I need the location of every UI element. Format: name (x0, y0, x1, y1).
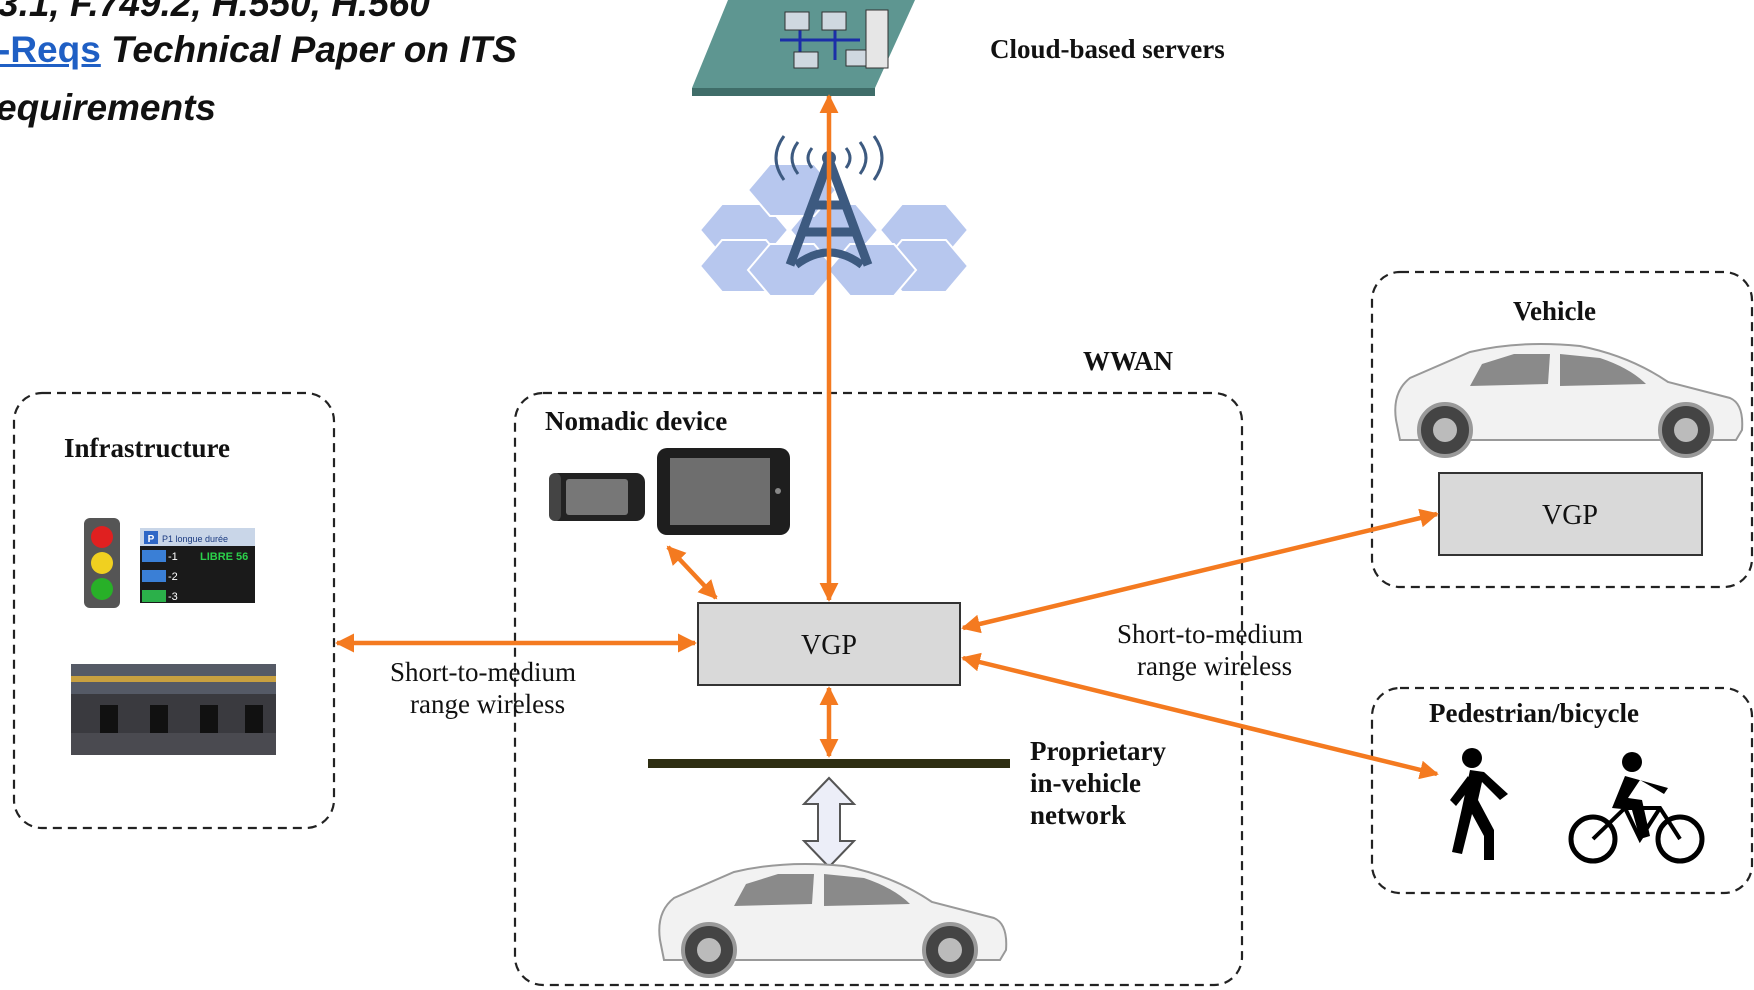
infrastructure-box (12, 391, 336, 830)
cloud-servers-label: Cloud-based servers (990, 34, 1225, 64)
pedestrian-bicycle-label: Pedestrian/bicycle (1429, 698, 1639, 728)
hollow-double-arrow (801, 776, 857, 869)
vgp-center-box (697, 602, 961, 686)
parking-row-1: -1 (168, 551, 178, 563)
arrow-vgp-pedestrian (961, 652, 1439, 780)
proprietary-label-1: Proprietary (1030, 736, 1166, 766)
wwan-label: WWAN (1083, 346, 1174, 376)
vehicle-car-icon (1394, 343, 1744, 458)
cloud-servers-icon (692, 0, 915, 96)
arrow-vgp-vehicle (961, 508, 1439, 634)
wireless-right-label-1: Short-to-medium (1117, 619, 1303, 649)
header-line-1: 3.1, F.749.2, H.550, H.560 (0, 0, 430, 24)
header-link[interactable]: -Reqs (0, 29, 101, 70)
in-vehicle-network-bar (648, 759, 1010, 768)
pedestrian-icon (1450, 748, 1508, 860)
parking-row-2: -2 (168, 571, 178, 583)
parking-sign-libre: LIBRE 56 (200, 551, 248, 563)
proprietary-label-2: in-vehicle (1030, 768, 1141, 798)
toll-gate-photo (71, 664, 276, 755)
proprietary-label-3: network (1030, 800, 1126, 830)
header-line-3: equirements (0, 87, 217, 128)
vgp-center-label: VGP (801, 630, 857, 661)
nomadic-device-label: Nomadic device (545, 406, 727, 436)
cell-tower-icon (698, 135, 970, 297)
tablet-icon (657, 448, 790, 535)
wireless-right-label-2: range wireless (1137, 651, 1292, 681)
header-line-2: -Reqs Technical Paper on ITS (0, 28, 517, 72)
bicycle-icon (1568, 752, 1705, 864)
parking-row-3: -3 (168, 591, 178, 603)
pedestrian-box (1370, 686, 1754, 895)
svg-text:P: P (148, 534, 155, 545)
vehicle-label: Vehicle (1513, 296, 1596, 326)
infrastructure-label: Infrastructure (64, 433, 230, 463)
vgp-vehicle-box (1438, 472, 1703, 556)
arrow-tablet-vgp (666, 545, 718, 600)
smartphone-icon (549, 473, 645, 521)
header-line-2-text: Technical Paper on ITS (100, 29, 517, 70)
wireless-left-label-2: range wireless (410, 689, 565, 719)
parking-sign-icon: P P1 longue durée -1 -2 -3 LIBRE 56 (140, 528, 255, 603)
vgp-vehicle-label: VGP (1542, 500, 1598, 531)
traffic-light-icon (84, 518, 120, 608)
vehicle-box (1370, 270, 1754, 589)
in-vehicle-car-icon (658, 863, 1008, 978)
parking-sign-title: P1 longue durée (162, 534, 228, 544)
wireless-left-label-1: Short-to-medium (390, 657, 576, 687)
